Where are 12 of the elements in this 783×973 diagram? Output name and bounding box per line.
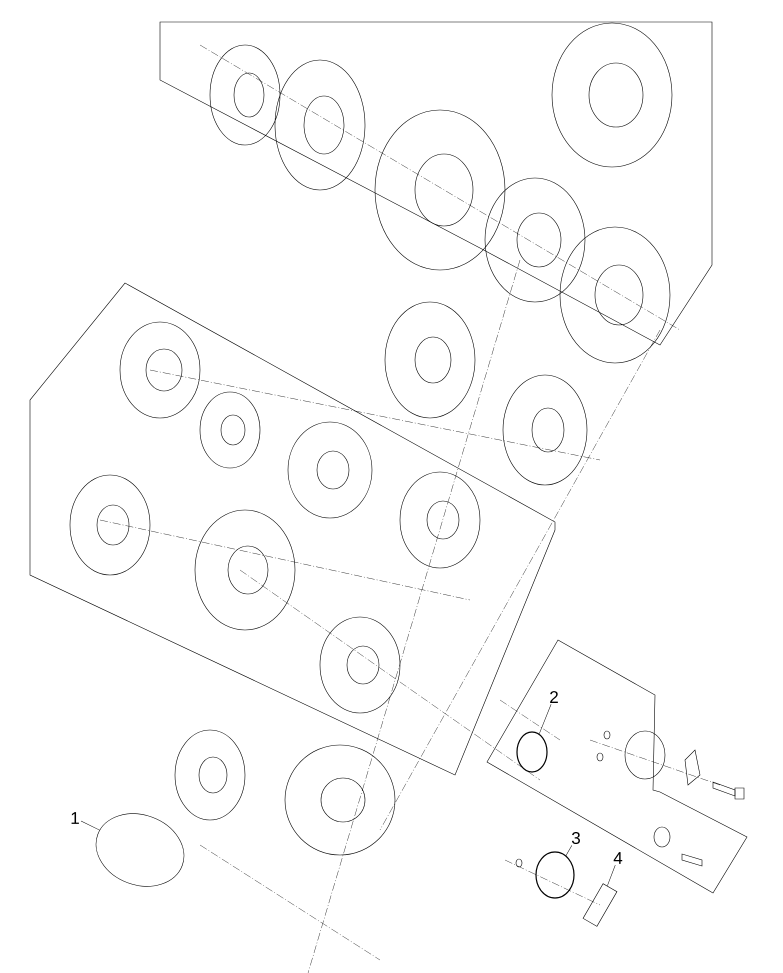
- ring-part: [535, 851, 575, 899]
- ring-part: [516, 731, 548, 773]
- callout-number: 4: [614, 852, 622, 864]
- callout-number: 2: [550, 691, 558, 703]
- leader-line: [80, 820, 100, 830]
- callout-number: 1: [72, 812, 79, 824]
- leader-line: [539, 704, 552, 734]
- leader-line: [566, 845, 572, 856]
- cylinder-part: [96, 813, 184, 887]
- leader-line: [607, 864, 616, 886]
- callout-number: 3: [572, 832, 580, 844]
- bolt-part: [582, 883, 618, 927]
